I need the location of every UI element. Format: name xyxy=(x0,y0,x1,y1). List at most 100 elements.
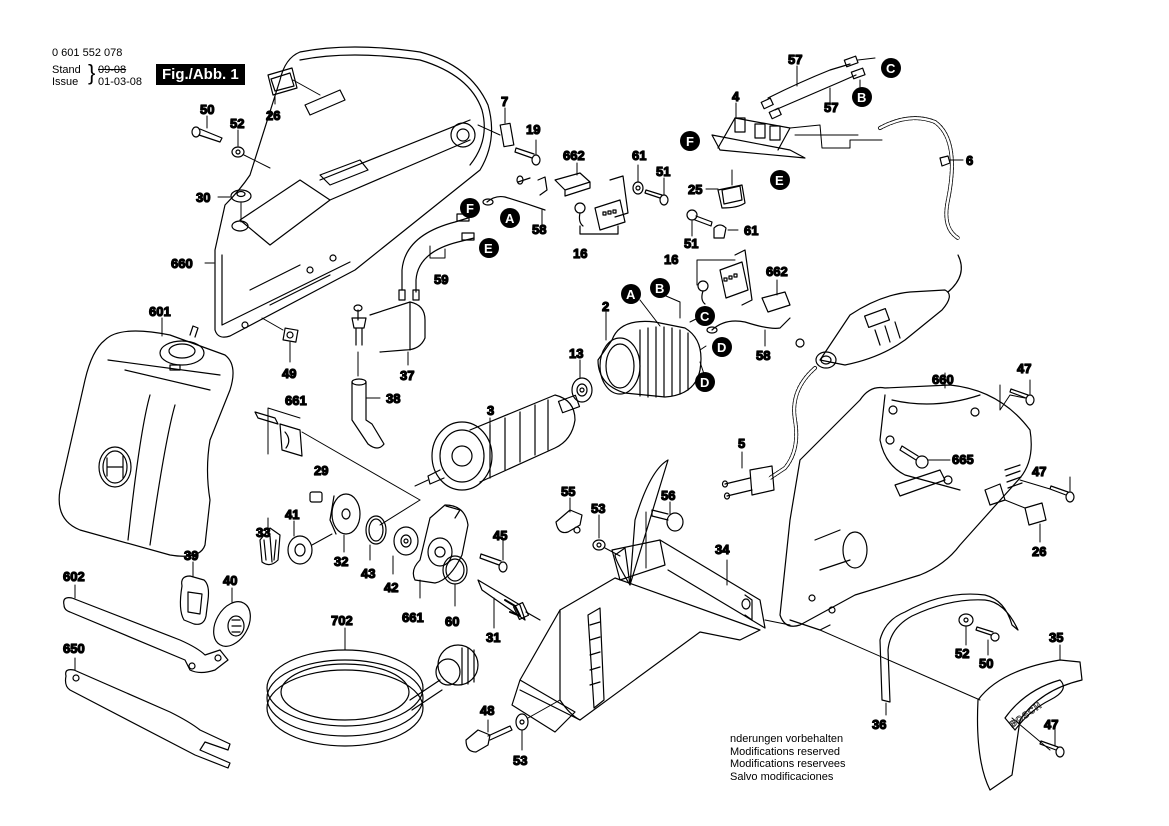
nut-part xyxy=(261,317,299,363)
note-line-en: Modifications reserved xyxy=(730,745,841,758)
part-label: 30 xyxy=(196,190,210,205)
connector-marker: B xyxy=(650,278,670,298)
connector-marker: D xyxy=(695,372,715,392)
svg-text:D: D xyxy=(717,340,726,355)
note-line-fr: Modifications reservees xyxy=(730,758,846,770)
svg-text:F: F xyxy=(466,201,474,216)
issue-label: Issue xyxy=(52,76,79,88)
gear-train-part xyxy=(254,407,541,629)
svg-text:E: E xyxy=(775,173,784,188)
part-label: 51 xyxy=(656,164,670,179)
svg-text:C: C xyxy=(700,309,710,324)
svg-text:C: C xyxy=(886,61,896,76)
grommet-part xyxy=(217,189,252,223)
svg-text:A: A xyxy=(505,211,515,226)
field-coil-part xyxy=(571,295,707,403)
part-label: 48 xyxy=(480,703,494,718)
connector-markers: C B F E F A E A B C D D xyxy=(460,58,901,392)
brace-glyph: } xyxy=(88,60,96,85)
issue-date: 01-03-08 xyxy=(98,76,143,88)
connector-marker: F xyxy=(460,198,480,218)
housing-right-part xyxy=(779,372,1075,631)
cover-cap-top-part xyxy=(267,67,321,105)
note-line-de: nderungen vorbehalten xyxy=(730,733,844,745)
connector-marker: E xyxy=(479,238,499,258)
part-label: 53 xyxy=(513,753,527,768)
part-label: 41 xyxy=(285,507,299,522)
base-plate-part xyxy=(511,459,791,733)
brush-assembly-lower-part xyxy=(686,209,805,348)
connector-marker: E xyxy=(770,170,790,190)
modifications-note: nderungen vorbehalten Modifications rese… xyxy=(730,733,846,783)
part-label: 3 xyxy=(487,403,494,418)
bottom-fasteners-part xyxy=(465,699,561,753)
part-label: 5 xyxy=(738,436,745,451)
part-label: 16 xyxy=(664,252,678,267)
figure-badge: Fig./Abb. 1 xyxy=(156,64,245,85)
power-cord-part xyxy=(721,116,964,500)
part-label: 52 xyxy=(230,116,244,131)
bosch-logo-text: BOSCH xyxy=(1007,700,1043,730)
part-label: 49 xyxy=(282,366,296,381)
part-label: 47 xyxy=(1032,464,1046,479)
part-label: 59 xyxy=(434,272,448,287)
connector-marker: F xyxy=(680,131,700,151)
water-hose-part xyxy=(266,627,479,747)
part-label: 37 xyxy=(400,368,414,383)
part-label: 56 xyxy=(661,488,675,503)
part-label: 33 xyxy=(256,525,270,540)
part-label: 58 xyxy=(756,348,770,363)
armature-part xyxy=(414,394,581,491)
part-label: 60 xyxy=(445,614,459,629)
connector-marker: B xyxy=(852,87,872,107)
part-label: 38 xyxy=(386,391,400,406)
part-label: 601 xyxy=(149,304,171,319)
part-label: 665 xyxy=(952,452,974,467)
part-label: 13 xyxy=(569,346,583,361)
water-tank-part xyxy=(58,317,234,557)
connector-marker: A xyxy=(500,208,520,228)
part-label: 650 xyxy=(63,641,85,656)
part-label: 26 xyxy=(266,108,280,123)
part-label: 4 xyxy=(732,89,740,104)
svg-text:B: B xyxy=(857,90,866,105)
part-label: 702 xyxy=(331,613,353,628)
part-label: 19 xyxy=(526,122,540,137)
valve-cable-part xyxy=(351,213,475,449)
stand-label: Stand xyxy=(52,64,81,76)
part-label: 39 xyxy=(184,548,198,563)
wrenches-part xyxy=(63,584,231,769)
part-label: 660 xyxy=(171,256,193,271)
brush-assembly-upper-part xyxy=(482,162,669,235)
stand-date: 09-08 xyxy=(98,64,127,76)
part-label: 43 xyxy=(361,566,375,581)
note-line-es: Salvo modificaciones xyxy=(730,770,834,783)
part-label: 40 xyxy=(223,573,237,588)
part-label: 61 xyxy=(632,148,646,163)
part-label: 661 xyxy=(285,393,307,408)
part-label: 25 xyxy=(688,182,702,197)
document-number: 0 601 552 078 xyxy=(52,47,123,59)
part-label: 47 xyxy=(1017,361,1031,376)
part-label: 53 xyxy=(591,501,605,516)
part-labels: 26 50 52 30 660 601 49 7 19 662 61 51 58… xyxy=(62,51,1064,768)
part-label: 7 xyxy=(501,94,508,109)
part-label: 2 xyxy=(602,299,609,314)
part-label: 52 xyxy=(955,646,969,661)
part-label: 47 xyxy=(1044,717,1058,732)
flange-nut-part xyxy=(179,561,251,647)
switch-assembly-part xyxy=(705,55,883,209)
connector-marker: A xyxy=(621,284,641,304)
clip-screw-part xyxy=(477,107,541,166)
screw-washer-part xyxy=(191,115,271,169)
guard-cover-part: BOSCH xyxy=(819,593,1083,791)
part-label: 50 xyxy=(979,656,993,671)
part-label: 662 xyxy=(766,264,788,279)
part-label: 35 xyxy=(1049,630,1063,645)
part-label: 42 xyxy=(384,580,398,595)
svg-text:B: B xyxy=(655,281,664,296)
connector-marker: C xyxy=(695,306,715,326)
part-label: 51 xyxy=(684,236,698,251)
